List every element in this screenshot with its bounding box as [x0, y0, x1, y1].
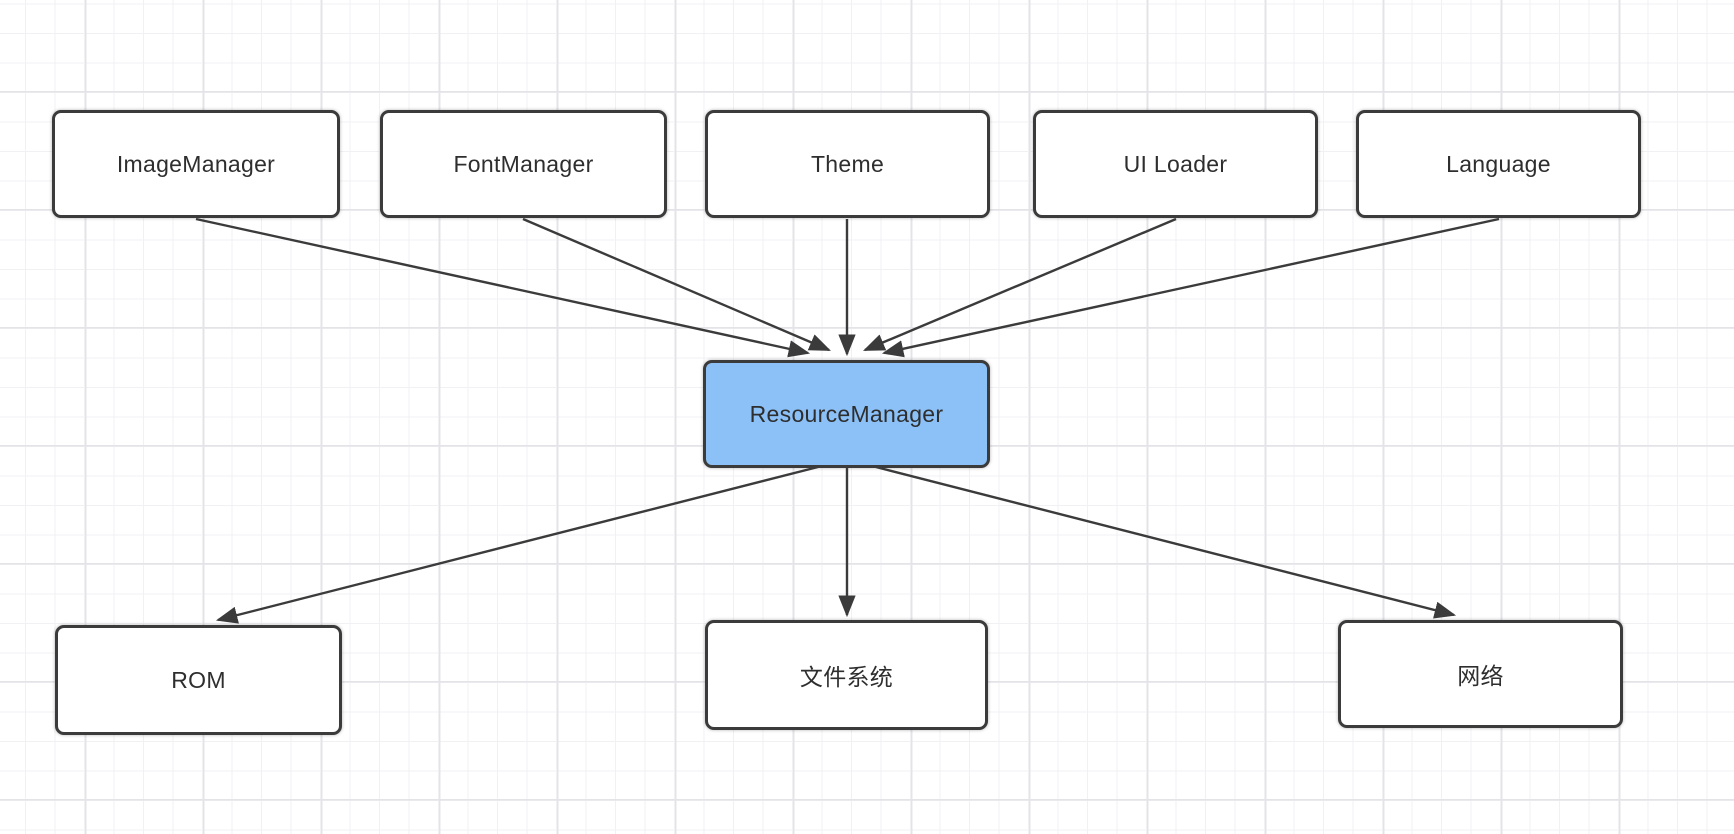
node-image-manager-label: ImageManager [116, 150, 276, 177]
edge-language-to-resourcemanager [881, 217, 1500, 358]
edge-resourcemanager-to-rom [215, 465, 819, 624]
node-theme[interactable]: Theme [705, 110, 990, 218]
node-font-manager[interactable]: FontManager [380, 110, 667, 218]
edge-uiloader-to-resourcemanager [863, 217, 1177, 352]
node-resource-manager-label: ResourceManager [749, 400, 944, 427]
node-ui-loader-label: UI Loader [1123, 150, 1228, 177]
node-resource-manager[interactable]: ResourceManager [703, 360, 990, 468]
node-rom[interactable]: ROM [55, 625, 342, 735]
edge-fontmanager-to-resourcemanager [522, 217, 831, 352]
node-image-manager[interactable]: ImageManager [52, 110, 340, 218]
node-file-system-label: 文件系统 [799, 664, 894, 690]
edge-resourcemanager-to-network [875, 465, 1457, 619]
node-rom-label: ROM [171, 666, 226, 693]
node-language-label: Language [1446, 150, 1551, 177]
node-ui-loader[interactable]: UI Loader [1033, 110, 1318, 218]
node-network-label: 网络 [1457, 663, 1504, 689]
node-network[interactable]: 网络 [1338, 620, 1623, 728]
node-file-system[interactable]: 文件系统 [705, 620, 988, 730]
node-font-manager-label: FontManager [453, 150, 594, 177]
edge-imagemanager-to-resourcemanager [195, 217, 811, 358]
node-language[interactable]: Language [1356, 110, 1641, 218]
node-theme-label: Theme [810, 150, 885, 177]
